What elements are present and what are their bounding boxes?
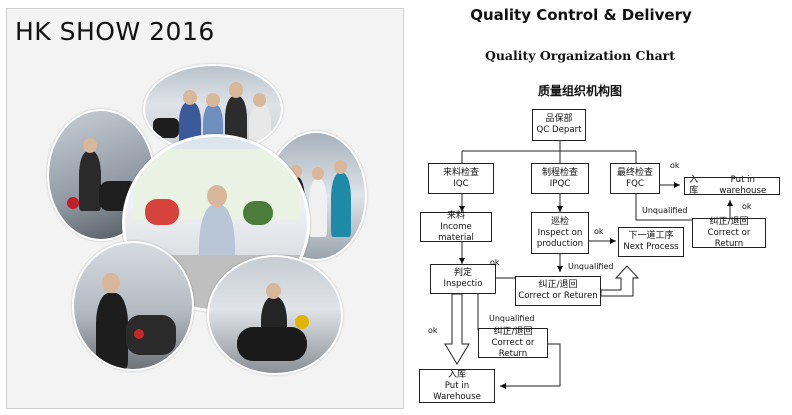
- photo-visitor-lower-left: [72, 241, 194, 371]
- node-iqc: 来料检查 IQC: [428, 163, 494, 194]
- node-put-in-warehouse-bottom: 入库 Put in Warehouse: [419, 369, 495, 403]
- node-fqc: 最终检查 FQC: [610, 163, 660, 194]
- connector-qc-to-branches: [461, 141, 637, 163]
- node-qc-depart: 品保部 QC Depart: [532, 109, 586, 141]
- photo-rider-lower-right: [207, 255, 343, 375]
- node-correct-return-bottom: 纠正/退回 Correct or Return: [478, 327, 548, 359]
- node-correct-return-mid: 纠正/退回 Correct or Returen: [515, 276, 601, 306]
- node-inspect-production: 巡检 Inspect on production: [531, 212, 589, 254]
- node-income-material: 来料 Income material: [420, 211, 492, 243]
- connector-fqc-to-correct: [635, 194, 695, 221]
- connector-judge-unqualified: [477, 292, 480, 331]
- node-correct-return-right: 纠正/退回 Correct or Return: [692, 217, 766, 249]
- node-put-in-warehouse-top: 入库 Put in warehouse: [684, 175, 780, 196]
- connector-correct-bottom-loop: [500, 343, 561, 389]
- show-title: HK SHOW 2016: [15, 17, 215, 46]
- section-heading: Quality Control & Delivery: [470, 6, 692, 24]
- label-unqualified-inspect: Unqualified: [568, 262, 614, 271]
- node-judge: 判定 Inspectio: [430, 264, 496, 294]
- label-ok-return-loop: ok: [742, 202, 752, 211]
- hollow-arrow-correct-to-next: [600, 265, 640, 297]
- trade-show-photo-collage: HK SHOW 2016: [6, 8, 404, 409]
- label-ok-inspect: ok: [594, 227, 604, 236]
- label-ok-judge-right: ok: [490, 258, 500, 267]
- chart-heading-chinese: 质量组织机构图: [537, 84, 622, 98]
- label-ok-judge-down: ok: [428, 326, 438, 335]
- label-unqualified-fqc: Unqualified: [642, 206, 688, 215]
- label-ok-fqc: ok: [670, 161, 680, 170]
- label-unqualified-judge: Unqualified: [489, 314, 535, 323]
- node-ipqc: 制程检查 IPQC: [531, 163, 589, 194]
- chart-heading: Quality Organization Chart: [484, 48, 676, 63]
- hollow-arrow-judge-to-warehouse: [444, 293, 470, 365]
- node-next-process: 下一道工序 Next Process: [618, 227, 684, 257]
